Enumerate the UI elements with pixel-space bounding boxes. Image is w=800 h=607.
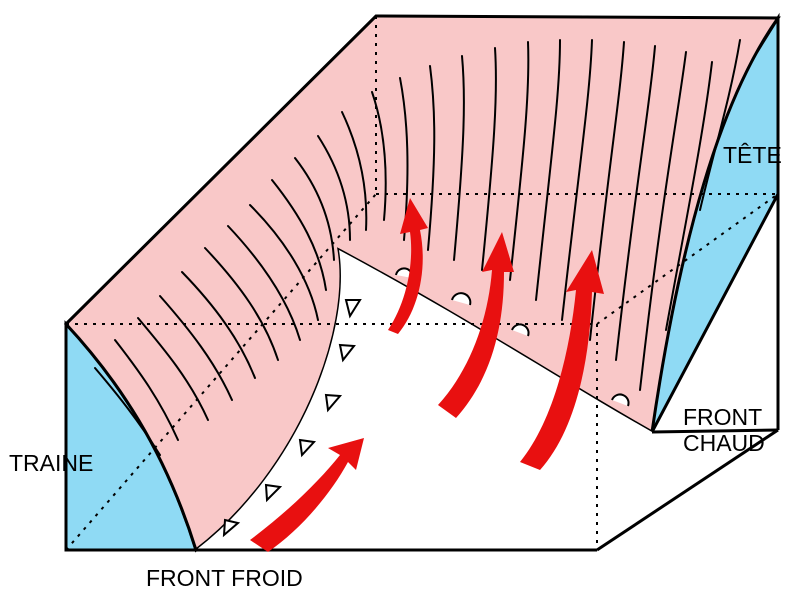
flow-arrow-4 xyxy=(520,250,604,470)
flow-arrow-1 xyxy=(250,438,364,552)
box-edges xyxy=(64,194,780,552)
cold-front-symbols xyxy=(222,299,362,538)
surface-hatching xyxy=(94,39,741,456)
flow-arrow-2 xyxy=(388,198,428,334)
label-front-chaud-line1: FRONT xyxy=(683,404,763,430)
warm-air-surface xyxy=(63,14,781,553)
label-front-chaud: FRONT CHAUD xyxy=(683,404,765,456)
warm-sector-ground xyxy=(196,250,778,550)
label-traine: TRAINE xyxy=(9,450,94,476)
flow-arrow-3 xyxy=(438,232,514,418)
warm-front-symbols xyxy=(395,267,630,407)
label-tete: TÊTE xyxy=(723,142,782,168)
air-flow-arrows xyxy=(250,198,604,552)
label-front-froid: FRONT FROID xyxy=(146,565,303,591)
label-front-chaud-line2: CHAUD xyxy=(683,430,765,456)
